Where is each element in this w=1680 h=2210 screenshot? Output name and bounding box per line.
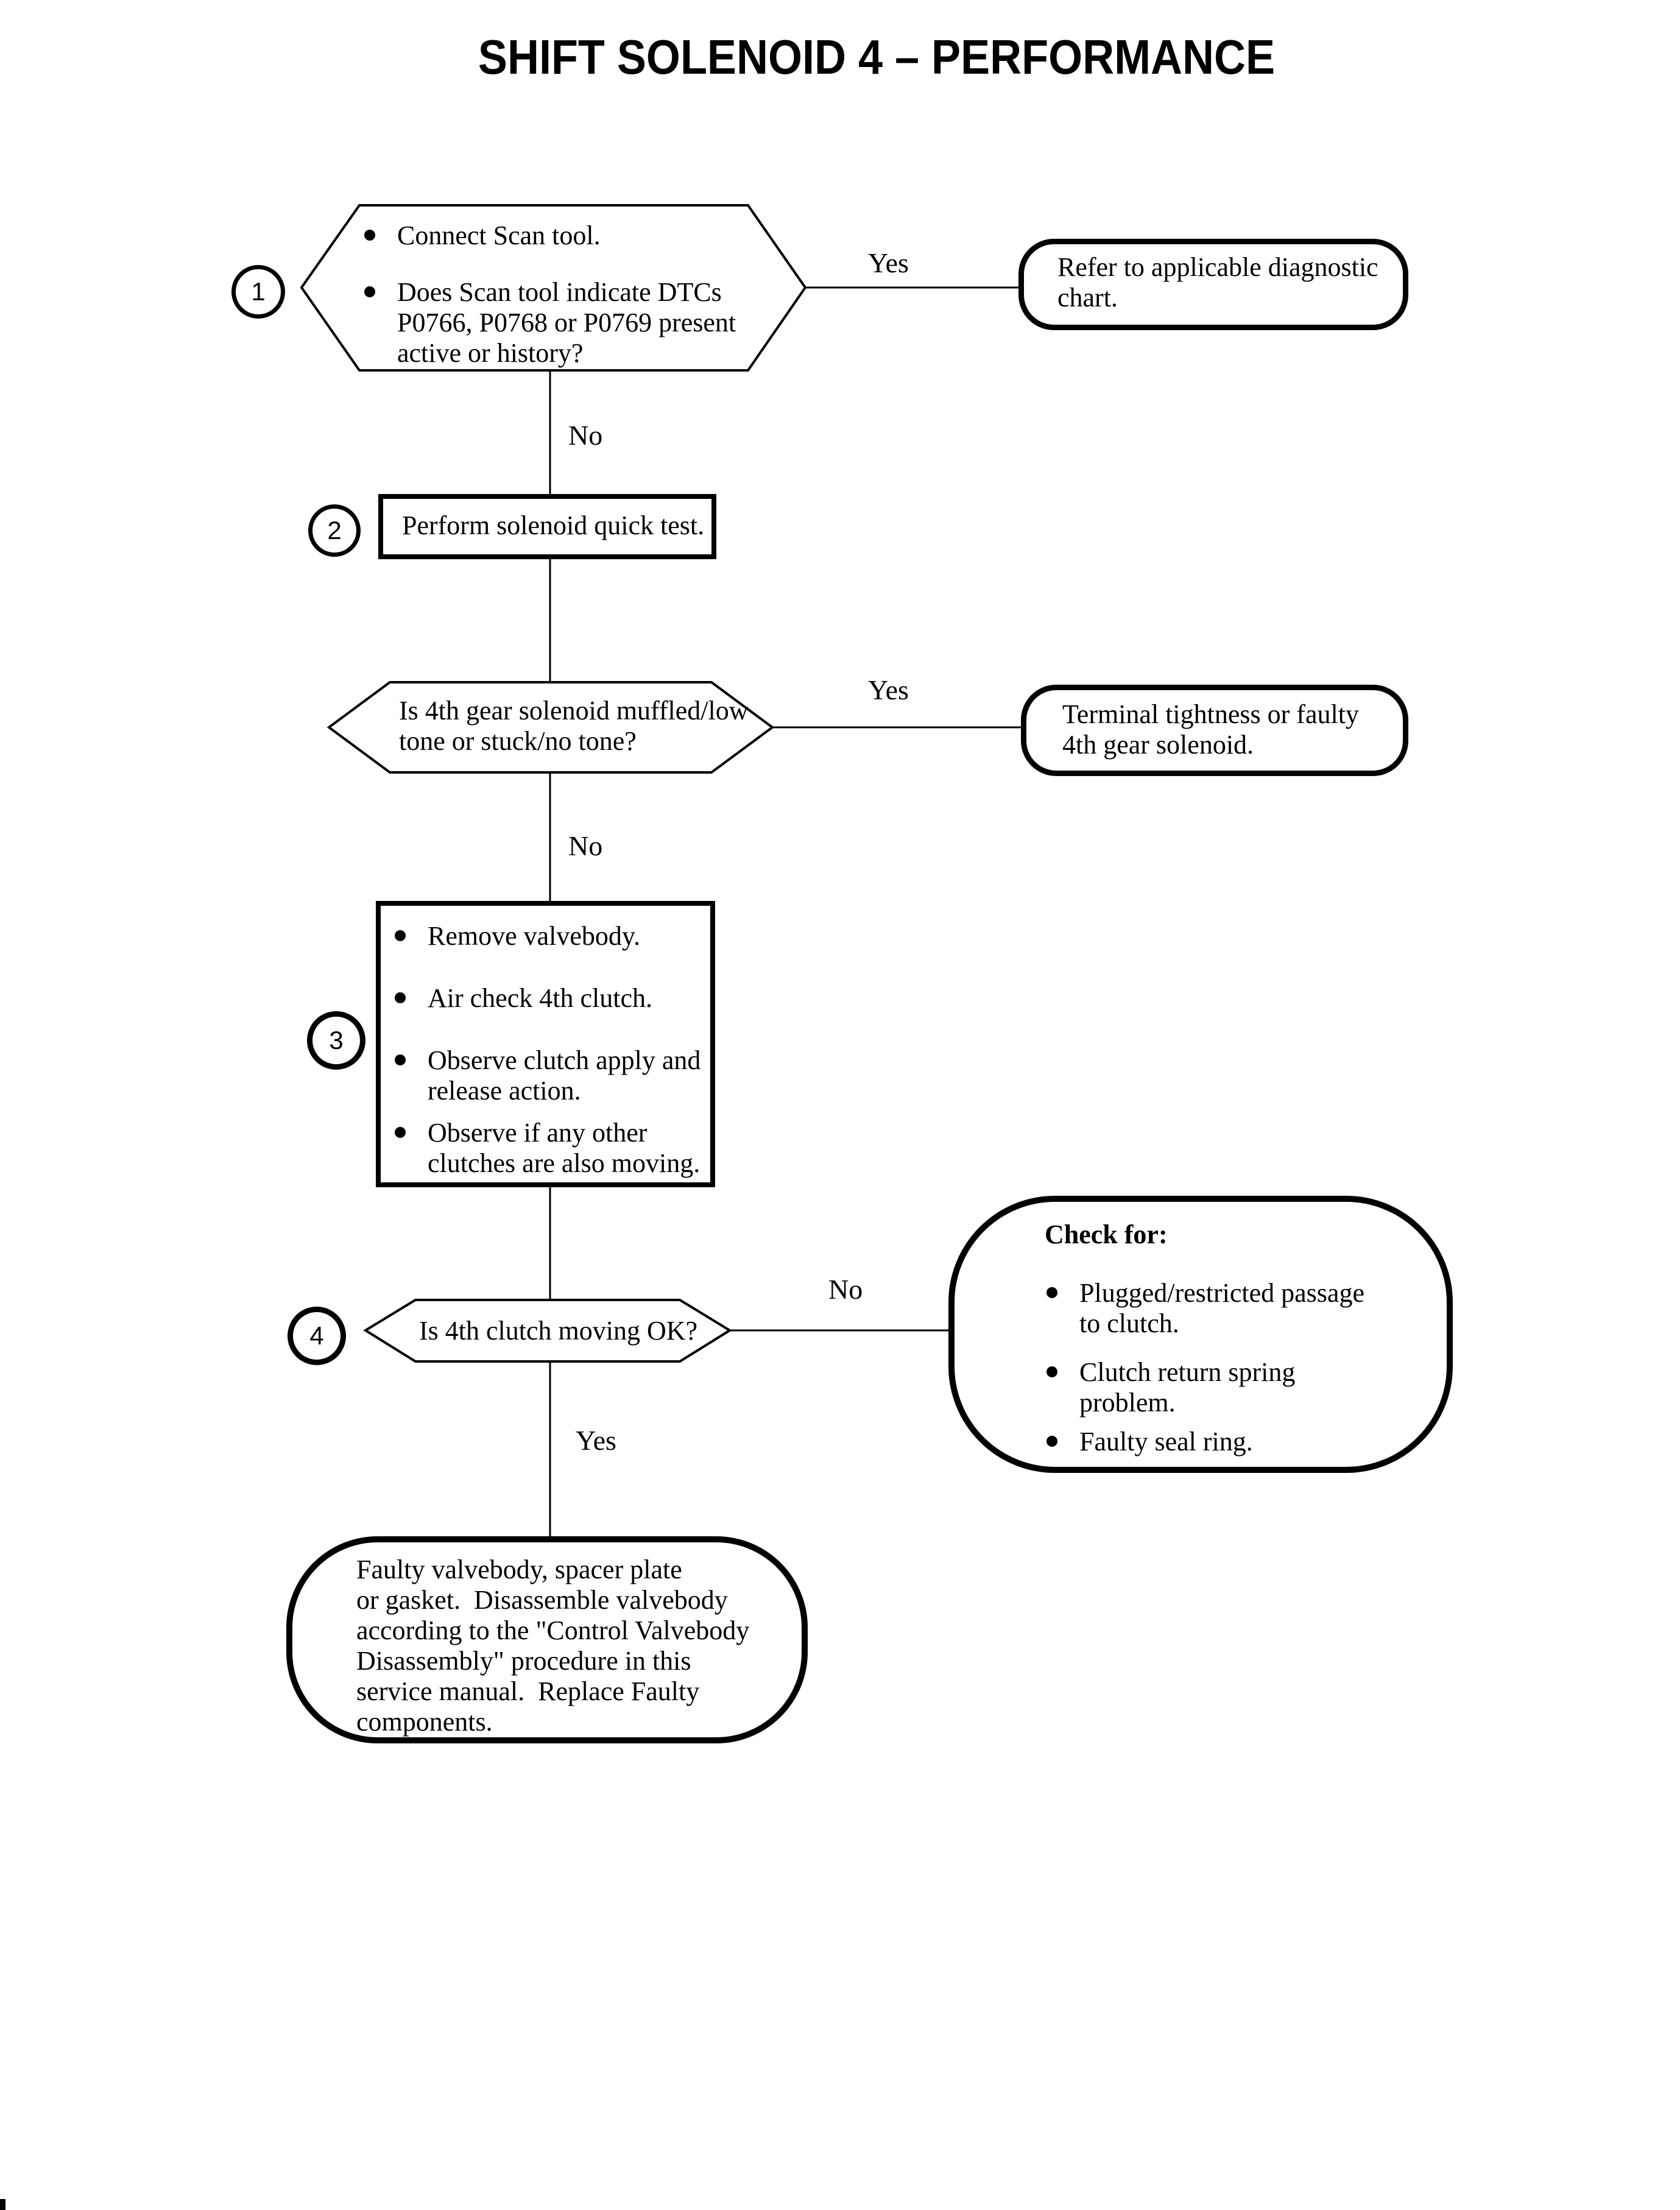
hex1-bullet1-text: Connect Scan tool. (397, 221, 601, 250)
bullet-icon (1046, 1436, 1057, 1447)
step3-bullet4-text: Observe if any other clutches are also m… (428, 1118, 701, 1178)
hex1-bullet2-text: Does Scan tool indicate DTCs P0766, P076… (397, 277, 736, 368)
action-box-air-check (376, 901, 715, 1187)
outcome4-bullet2-text: Clutch return spring problem. (1079, 1357, 1296, 1417)
decision-hexagon-4 (363, 1299, 732, 1363)
outcome4-bullet1-text: Plugged/restricted passage to clutch. (1079, 1278, 1364, 1338)
bullet-icon (364, 230, 375, 241)
decision-hexagon-2 (326, 681, 775, 774)
bullet-icon (1046, 1287, 1057, 1298)
step-number-3: 3 (329, 1026, 344, 1054)
step3-bullet2-text: Air check 4th clutch. (428, 983, 652, 1013)
outcome4-bullet-1: Plugged/restricted passage to clutch. (1046, 1278, 1364, 1339)
yes-label-1: Yes (868, 247, 909, 278)
step-number-4: 4 (309, 1321, 324, 1350)
bullet-icon (395, 1054, 406, 1065)
hex1-bullet-2: Does Scan tool indicate DTCs P0766, P076… (364, 277, 736, 369)
outcome-box-faulty-valvebody (286, 1536, 808, 1743)
outcome-final-text: Faulty valvebody, spacer plate or gasket… (356, 1555, 750, 1737)
step-circle-3: 3 (307, 1011, 365, 1070)
step3-bullet-2: Air check 4th clutch. (395, 983, 652, 1014)
decision4-text: Is 4th clutch moving OK? (419, 1316, 698, 1346)
step3-bullet1-text: Remove valvebody. (428, 921, 641, 951)
step-circle-1: 1 (231, 265, 285, 319)
step2-text: Perform solenoid quick test. (402, 510, 705, 540)
step-number-1: 1 (251, 277, 266, 306)
bullet-icon (1046, 1366, 1057, 1377)
step-number-2: 2 (327, 516, 342, 545)
scan-artifact-mark (0, 2199, 5, 2210)
step-circle-4: 4 (288, 1307, 346, 1365)
outcome2-text: Terminal tightness or faulty 4th gear so… (1062, 699, 1359, 760)
yes-label-4: Yes (576, 1425, 616, 1456)
outcome4-bullet3-text: Faulty seal ring. (1079, 1427, 1253, 1456)
decision2-text: Is 4th gear solenoid muffled/low tone or… (399, 696, 749, 756)
step3-bullet-3: Observe clutch apply and release action. (395, 1045, 701, 1106)
outcome4-bullet-2: Clutch return spring problem. (1046, 1357, 1295, 1418)
outcome1-text: Refer to applicable diagnostic chart. (1057, 252, 1378, 312)
outcome-box-check-for (948, 1196, 1453, 1473)
outcome4-bullet-3: Faulty seal ring. (1046, 1427, 1253, 1457)
action-box-solenoid-quick-test (378, 494, 716, 559)
outcome-box-refer-chart (1018, 239, 1408, 330)
step3-bullet-1: Remove valvebody. (395, 921, 640, 951)
outcome-box-terminal-tightness (1021, 685, 1408, 776)
no-label-2: No (568, 830, 603, 861)
bullet-icon (395, 1127, 406, 1138)
decision-hexagon-1 (300, 204, 807, 372)
bullet-icon (364, 286, 375, 297)
no-label-1: No (568, 420, 603, 451)
step3-bullet3-text: Observe clutch apply and release action. (428, 1045, 701, 1106)
bullet-icon (395, 992, 406, 1003)
step-circle-2: 2 (308, 504, 361, 557)
no-label-4: No (828, 1274, 863, 1305)
hex1-bullet-1: Connect Scan tool. (364, 221, 601, 251)
page-title: SHIFT SOLENOID 4 – PERFORMANCE (478, 30, 1276, 84)
bullet-icon (395, 930, 406, 941)
step3-bullet-4: Observe if any other clutches are also m… (395, 1118, 700, 1179)
yes-label-2: Yes (868, 674, 909, 705)
outcome4-heading: Check for: (1045, 1220, 1168, 1249)
